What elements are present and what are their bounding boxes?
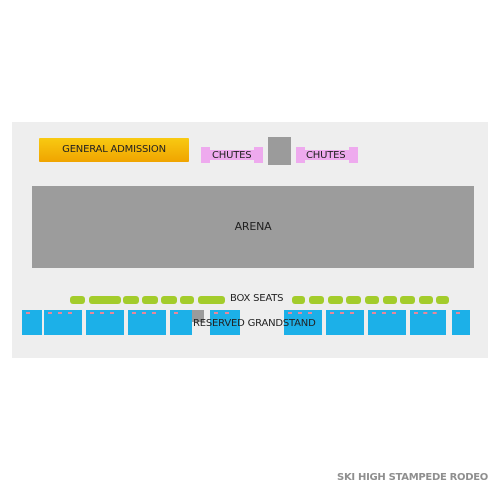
row-marker: [100, 312, 104, 314]
row-marker: [298, 312, 302, 314]
box-seat-7[interactable]: [198, 296, 225, 304]
row-marker: [382, 312, 386, 314]
box-seat-16[interactable]: [436, 296, 449, 304]
row-marker: [58, 312, 62, 314]
row-marker: [90, 312, 94, 314]
box-seat-14[interactable]: [400, 296, 415, 304]
chutes-left-section[interactable]: [201, 147, 263, 163]
grandstand-section-4[interactable]: [128, 310, 166, 335]
box-seat-13[interactable]: [383, 296, 397, 304]
reserved-grandstand-label: Reserved Grandstand: [193, 318, 316, 329]
box-seat-12[interactable]: [365, 296, 379, 304]
row-marker: [142, 312, 146, 314]
grandstand-section-2[interactable]: [44, 310, 82, 335]
chutes-right-section[interactable]: [296, 147, 358, 163]
box-seat-10[interactable]: [328, 296, 343, 304]
row-marker: [308, 312, 312, 314]
row-marker: [68, 312, 72, 314]
box-seat-1[interactable]: [70, 296, 85, 304]
row-marker: [26, 312, 30, 314]
row-marker: [456, 312, 460, 314]
grandstand-section-11[interactable]: [452, 310, 470, 335]
box-seats-label: Box Seats: [230, 293, 284, 304]
row-marker: [152, 312, 156, 314]
general-admission-section[interactable]: General Admission: [39, 138, 189, 162]
row-marker: [340, 312, 344, 314]
row-marker: [225, 312, 229, 314]
box-seat-4[interactable]: [142, 296, 158, 304]
box-seat-11[interactable]: [346, 296, 361, 304]
row-marker: [288, 312, 292, 314]
grandstand-section-7[interactable]: [284, 310, 322, 335]
chutes-left-label: Chutes: [212, 150, 252, 161]
row-marker: [423, 312, 428, 314]
chutes-right-label: Chutes: [306, 150, 346, 161]
general-admission-label: General Admission: [62, 144, 166, 155]
row-marker: [132, 312, 136, 314]
box-seat-15[interactable]: [419, 296, 433, 304]
grandstand-section-6[interactable]: [210, 310, 240, 335]
row-marker: [414, 312, 418, 314]
row-marker: [432, 312, 437, 314]
grandstand-section-3[interactable]: [86, 310, 124, 335]
row-marker: [214, 312, 218, 314]
row-marker: [350, 312, 354, 314]
grandstand-section-5[interactable]: [170, 310, 192, 335]
row-marker: [372, 312, 376, 314]
box-seat-5[interactable]: [161, 296, 177, 304]
row-marker: [110, 312, 114, 314]
box-seat-3[interactable]: [123, 296, 139, 304]
row-marker: [330, 312, 334, 314]
grandstand-section-8[interactable]: [326, 310, 364, 335]
box-seat-9[interactable]: [309, 296, 324, 304]
box-seat-8[interactable]: [292, 296, 305, 304]
grandstand-section-1[interactable]: [22, 310, 42, 335]
box-seat-6[interactable]: [180, 296, 194, 304]
grandstand-section-9[interactable]: [368, 310, 406, 335]
box-seat-2[interactable]: [89, 296, 121, 304]
row-marker: [48, 312, 52, 314]
grandstand-section-10[interactable]: [410, 310, 446, 335]
accessible-seat: [192, 310, 204, 322]
arena-section[interactable]: Arena: [32, 186, 474, 268]
row-marker: [392, 312, 396, 314]
row-marker: [174, 312, 178, 314]
arena-label: Arena: [234, 220, 272, 233]
chute-box: [268, 137, 291, 165]
venue-name: Ski High Stampede Rodeo: [337, 472, 488, 483]
